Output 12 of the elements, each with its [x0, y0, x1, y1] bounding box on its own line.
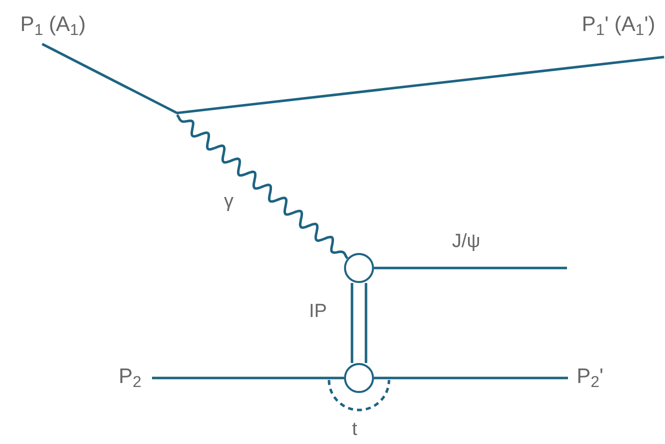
wavy-line: [176, 114, 349, 259]
edge-label: J/ψ: [450, 232, 482, 251]
line: [374, 376, 568, 380]
particle-label: P$_{1}$ (A$_{1}$): [20, 14, 86, 35]
line: [152, 376, 344, 380]
particle-label: P$_{2}$: [118, 366, 142, 387]
particle-label: P$_{2}$': [576, 366, 604, 387]
double-line: [350, 282, 368, 364]
line: [374, 266, 567, 270]
line: [42, 42, 664, 114]
particle-label: P$_{1}$' (A$_{1}$'): [582, 14, 656, 35]
momentum-transfer-label: t: [352, 420, 358, 439]
